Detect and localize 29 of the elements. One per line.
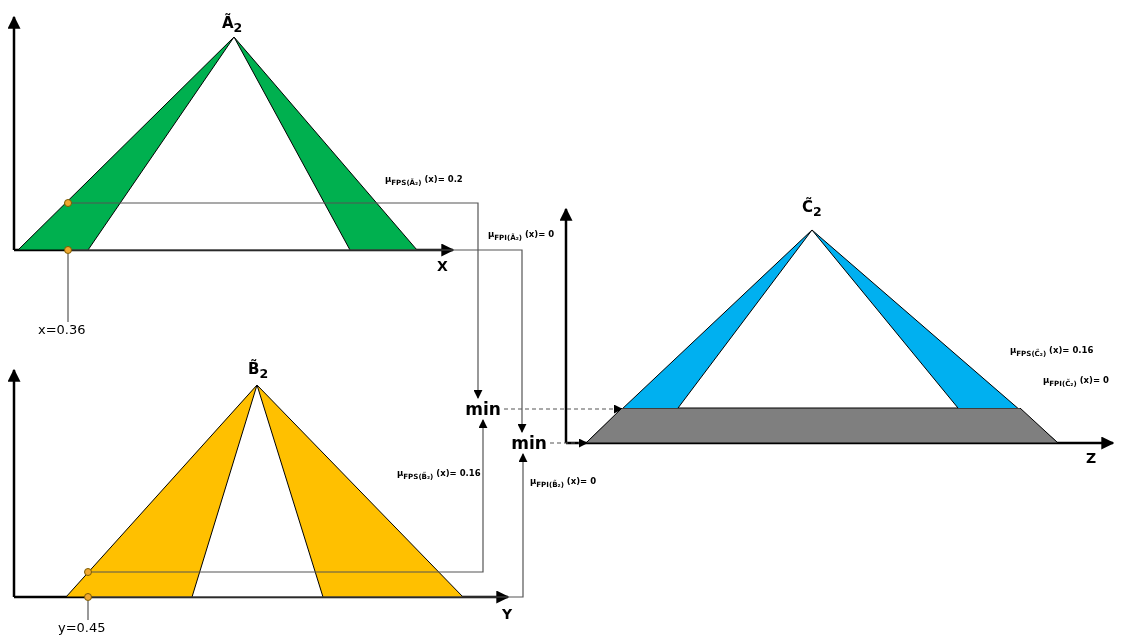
- min-operator: min: [508, 432, 550, 454]
- set-title: C̃$_{2}$: [802, 198, 822, 219]
- arrow: [91, 419, 488, 573]
- leader-line: [87, 600, 89, 621]
- value-label: x=0.36: [38, 322, 98, 340]
- edge-label: μ$_{FPS(Ã₂)}$ (x)= 0.2: [385, 173, 463, 189]
- point-marker: [64, 199, 72, 207]
- min-operator: min: [462, 398, 504, 420]
- clipped-output-band: [586, 408, 1058, 443]
- membership-label: μ$_{FPS(C̃₂)}$ (x)= 0.16: [1010, 344, 1094, 360]
- arrow: [91, 453, 528, 598]
- edge-label: μ$_{FPI(B̃₂)}$ (x)= 0: [530, 475, 597, 491]
- dashed-arrow: [549, 438, 588, 448]
- value-label: y=0.45: [58, 620, 118, 637]
- dashed-arrow: [503, 404, 623, 414]
- set-title: B̃$_{2}$: [248, 360, 269, 381]
- edge-label: μ$_{FPS(B̃₂)}$ (x)= 0.16: [397, 467, 481, 483]
- set-title: Ã$_{2}$: [222, 14, 243, 35]
- point-marker: [84, 593, 92, 601]
- point-marker: [84, 568, 92, 576]
- leader-line: [67, 253, 69, 323]
- axis-label: Y: [502, 606, 513, 622]
- edge-label: μ$_{FPI(Ã₂)}$ (x)= 0: [488, 228, 555, 244]
- point-marker: [64, 246, 72, 254]
- arrow: [71, 249, 527, 433]
- arrow: [71, 202, 483, 399]
- membership-label: μ$_{FPI(C̃₂)}$ (x)= 0: [1043, 374, 1109, 390]
- axis-label: X: [437, 258, 448, 274]
- axis-label: Z: [1086, 450, 1097, 466]
